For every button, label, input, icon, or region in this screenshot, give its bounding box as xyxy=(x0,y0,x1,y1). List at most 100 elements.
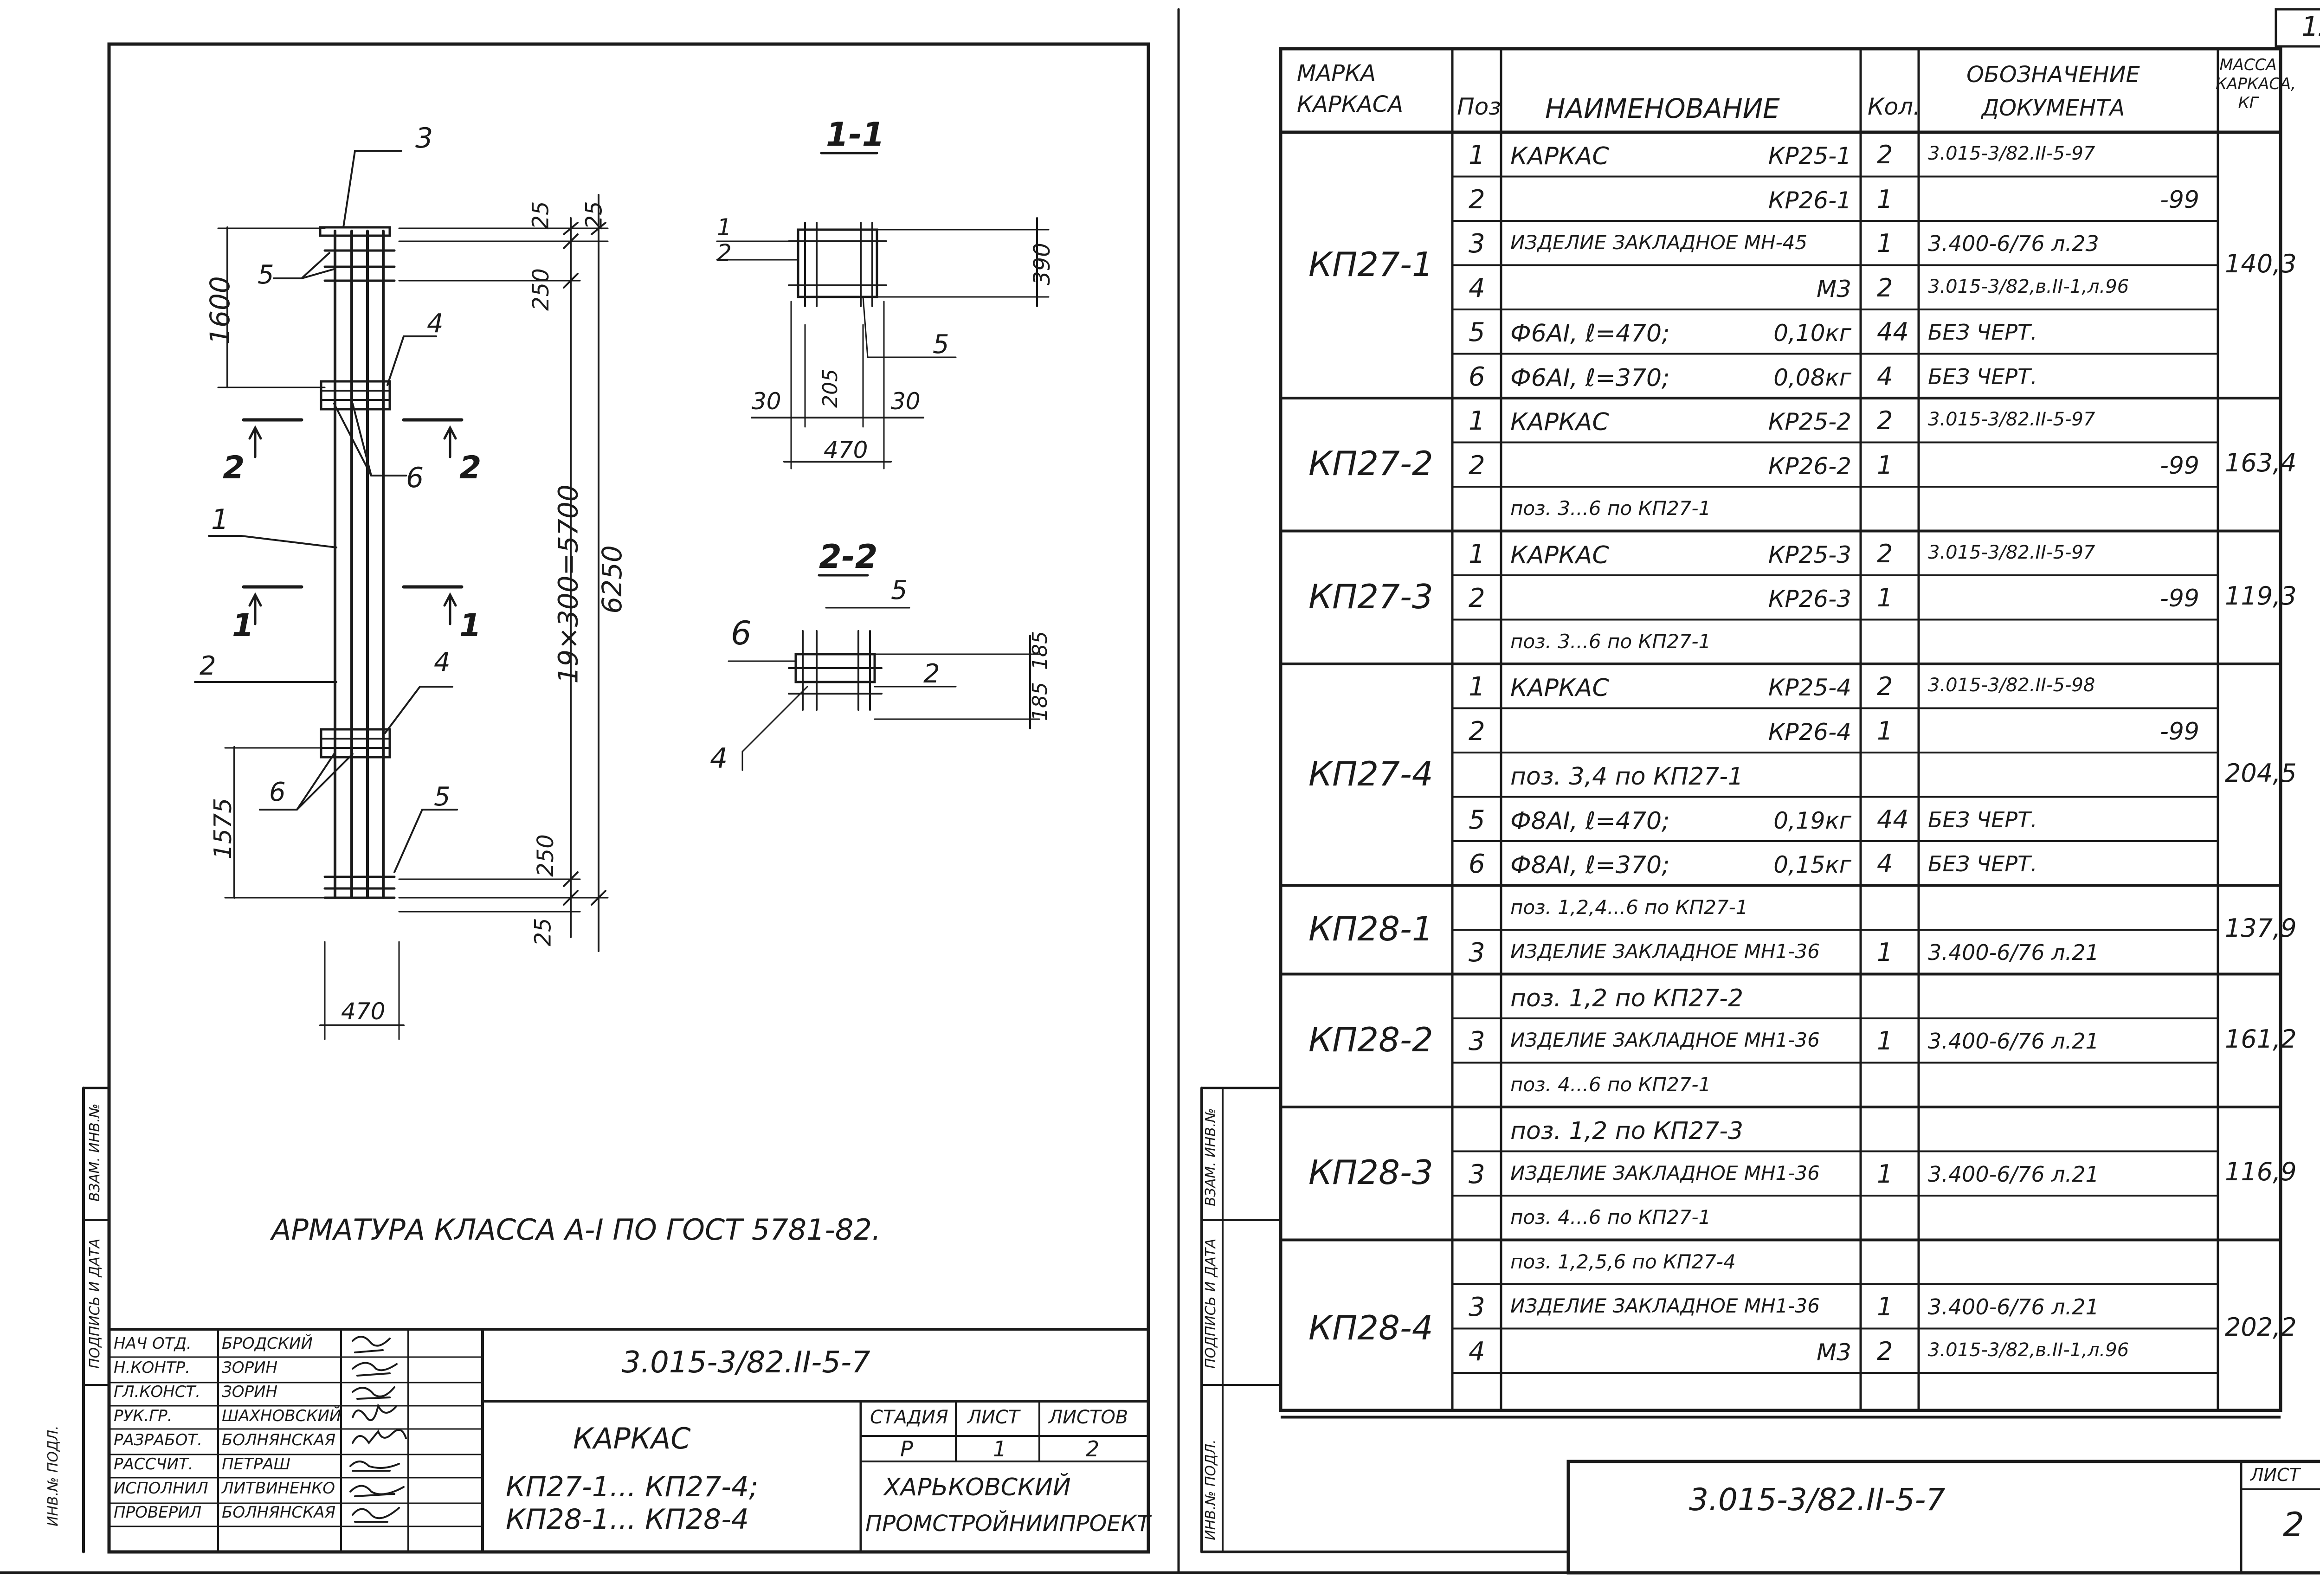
spec-name: ИЗДЕЛИЕ ЗАКЛАДНОЕ МН-45 xyxy=(1510,231,1808,254)
sheet-value: 1 xyxy=(993,1436,1007,1461)
dim-25-bot: 25 xyxy=(530,918,556,946)
callout-3: 3 xyxy=(415,122,433,154)
side-stamp-left-3: ВЗАМ. ИНВ.№ xyxy=(87,1103,103,1202)
spec-pos: 3 xyxy=(1469,1159,1485,1190)
section-1-1-dim-30-r: 30 xyxy=(891,388,921,415)
spec-name-right: 0,08кг xyxy=(1773,364,1851,391)
spec-qty: 1 xyxy=(1877,583,1893,612)
spec-name: ИЗДЕЛИЕ ЗАКЛАДНОЕ МН1-36 xyxy=(1510,1161,1820,1184)
spec-pos: 5 xyxy=(1469,317,1485,348)
title-block-name: БОЛНЯНСКАЯ xyxy=(222,1431,336,1449)
header-mark: МАРКА КАРКАСА xyxy=(1297,60,1404,118)
spec-mark: КП28-1 xyxy=(1308,909,1433,948)
title-block-name: ПЕТРАШ xyxy=(222,1455,290,1474)
callout-6-low: 6 xyxy=(269,777,286,807)
section-mark-1-right: 1 xyxy=(459,607,482,644)
spec-mass: 204,5 xyxy=(2225,758,2297,788)
spec-name-right: КР26-1 xyxy=(1768,187,1851,214)
title-block-role: РАЗРАБОТ. xyxy=(114,1431,202,1449)
spec-mass: 161,2 xyxy=(2225,1024,2297,1054)
spec-doc: 3.015-3/82,в.II-1,л.96 xyxy=(1928,276,2129,297)
section-2-2-dim-185-a: 185 xyxy=(1028,631,1052,670)
title-block-title-2: КП27-1... КП27-4; xyxy=(506,1471,759,1503)
org-line-2: ПРОМСТРОЙНИИПРОЕКТ xyxy=(865,1511,1151,1537)
section-1-1-dim-470: 470 xyxy=(824,437,868,463)
callout-4-top: 4 xyxy=(427,309,444,339)
callout-4-low: 4 xyxy=(434,647,451,677)
dim-250-top: 250 xyxy=(528,268,554,311)
spec-qty: 1 xyxy=(1877,716,1893,746)
spec-doc: 3.015-3/82.II-5-98 xyxy=(1928,675,2095,696)
sheets-label: ЛИСТОВ xyxy=(1049,1407,1128,1428)
callout-5-top: 5 xyxy=(258,260,274,290)
side-stamp-right-2: ПОДПИСЬ И ДАТА xyxy=(1203,1238,1219,1369)
spec-name-right: КР25-3 xyxy=(1768,541,1851,568)
spec-name: ИЗДЕЛИЕ ЗАКЛАДНОЕ МН1-36 xyxy=(1510,1294,1820,1317)
spec-mark: КП27-2 xyxy=(1308,444,1433,483)
spec-qty: 2 xyxy=(1877,672,1893,701)
title-block-role: НАЧ ОТД. xyxy=(114,1334,192,1353)
section-2-2-pos-6: 6 xyxy=(731,614,752,652)
spec-name: поз. 1,2 по КП27-2 xyxy=(1510,984,1744,1012)
spec-qty: 1 xyxy=(1877,450,1893,480)
spec-mark: КП28-2 xyxy=(1308,1020,1433,1059)
spec-mark: КП27-3 xyxy=(1308,577,1433,616)
section-mark-1-left: 1 xyxy=(232,607,254,644)
spec-qty: 1 xyxy=(1877,1026,1893,1055)
spec-doc: -99 xyxy=(2160,451,2199,480)
spec-pos: 5 xyxy=(1469,804,1485,835)
spec-name: КАРКАС xyxy=(1510,408,1609,436)
spec-name-right: КР26-4 xyxy=(1768,718,1851,746)
section-2-2-pos-5: 5 xyxy=(891,575,908,605)
title-block-name: БРОДСКИЙ xyxy=(222,1334,313,1353)
right-stamp-doc-code: 3.015-3/82.II-5-7 xyxy=(1689,1482,1946,1518)
spec-mass: 119,3 xyxy=(2225,581,2297,611)
spec-pos: 1 xyxy=(1469,539,1485,569)
title-block-name: БОЛНЯНСКАЯ xyxy=(222,1503,336,1522)
dim-1575: 1575 xyxy=(209,798,238,860)
org-line-1: ХАРЬКОВСКИЙ xyxy=(884,1474,1071,1501)
spec-mass: 137,9 xyxy=(2225,914,2297,943)
title-block-role: Н.КОНТР. xyxy=(114,1358,190,1377)
section-2-2-pos-4: 4 xyxy=(710,742,728,775)
title-block-title-3: КП28-1... КП28-4 xyxy=(506,1503,749,1536)
spec-doc: 3.400-6/76 л.23 xyxy=(1928,231,2099,256)
spec-name-right: 0,10кг xyxy=(1773,320,1851,347)
spec-name-right: КР26-3 xyxy=(1768,586,1851,612)
stage-label: СТАДИЯ xyxy=(870,1407,948,1428)
header-pos: Поз xyxy=(1457,93,1501,120)
spec-pos: 3 xyxy=(1469,1292,1485,1322)
spec-doc: БЕЗ ЧЕРТ. xyxy=(1928,320,2037,345)
header-doc: ОБОЗНАЧЕНИЕ ДОКУМЕНТА xyxy=(1966,62,2140,121)
header-mass: МАССА КАРКАСА, КГ xyxy=(2216,56,2296,112)
spec-name: поз. 3,4 по КП27-1 xyxy=(1510,763,1744,791)
title-block-name: ШАХНОВСКИЙ xyxy=(222,1407,342,1425)
spec-name: ИЗДЕЛИЕ ЗАКЛАДНОЕ МН1-36 xyxy=(1510,1029,1820,1051)
spec-mass: 202,2 xyxy=(2225,1312,2297,1342)
reinforcement-note: АРМАТУРА КЛАССА А-I ПО ГОСТ 5781-82. xyxy=(271,1213,881,1247)
spec-name-right: КР25-4 xyxy=(1768,674,1851,701)
spec-name: поз. 1,2,4...6 по КП27-1 xyxy=(1510,895,1748,919)
spec-pos: 4 xyxy=(1469,1336,1485,1367)
section-1-1-dim-390: 390 xyxy=(1029,243,1055,285)
spec-qty: 1 xyxy=(1877,1159,1893,1189)
spec-pos: 1 xyxy=(1469,672,1485,702)
spec-doc: 3.015-3/82.II-5-97 xyxy=(1928,409,2095,430)
spec-name: Ф6АI, ℓ=370; xyxy=(1510,364,1670,392)
spec-pos: 2 xyxy=(1469,450,1485,481)
dim-19x300: 19×300=5700 xyxy=(552,484,584,684)
callout-5-low: 5 xyxy=(434,782,451,812)
spec-qty: 2 xyxy=(1877,539,1893,568)
spec-doc: 3.400-6/76 л.21 xyxy=(1928,1161,2099,1187)
spec-mass: 140,3 xyxy=(2225,249,2297,278)
dim-470: 470 xyxy=(341,998,386,1025)
title-block-name: ЗОРИН xyxy=(222,1383,278,1401)
section-2-2-title: 2-2 xyxy=(819,538,878,576)
spec-qty: 2 xyxy=(1877,140,1893,169)
dim-6250: 6250 xyxy=(596,545,628,614)
spec-name: Ф8АI, ℓ=470; xyxy=(1510,807,1670,835)
title-block-role: РАССЧИТ. xyxy=(114,1455,193,1474)
spec-name-right: М3 xyxy=(1817,1339,1851,1366)
spec-mark: КП27-4 xyxy=(1308,754,1433,793)
